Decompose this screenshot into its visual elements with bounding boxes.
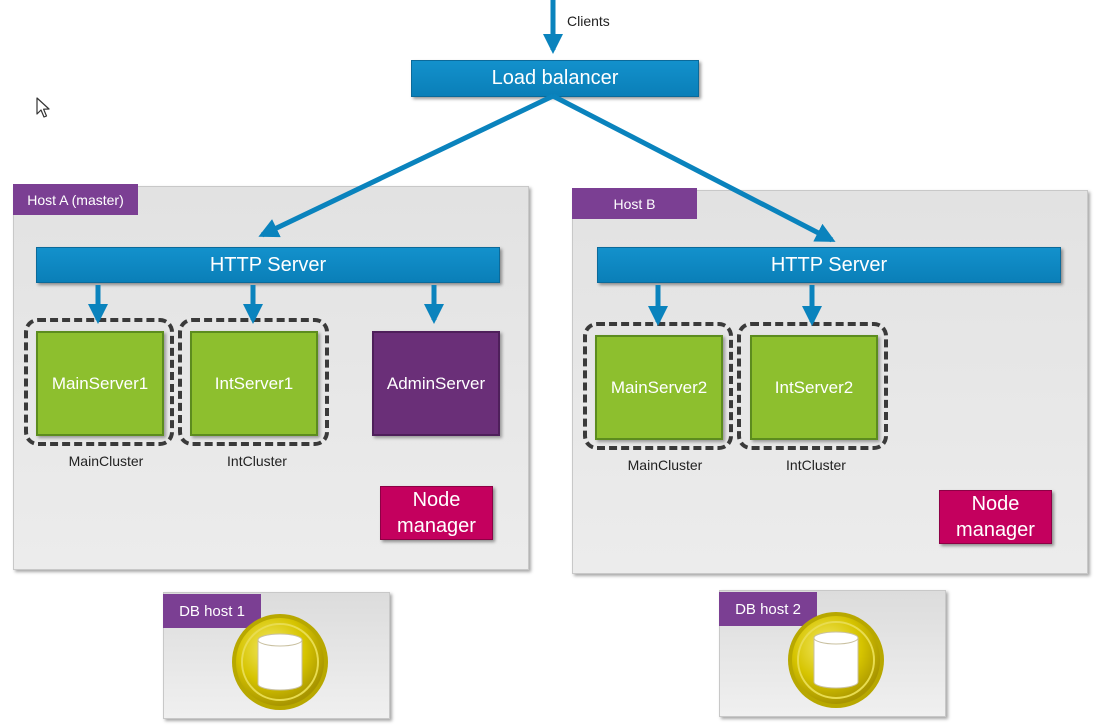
database-icon	[232, 614, 328, 710]
host-a-int-cluster-label: IntCluster	[227, 453, 287, 469]
admin-server: AdminServer	[372, 331, 500, 436]
host-b-int-cluster-label: IntCluster	[786, 457, 846, 473]
host-a-node-manager: Node manager	[380, 486, 493, 540]
host-b-tag: Host B	[572, 188, 697, 219]
host-a-tag: Host A (master)	[13, 184, 138, 215]
host-a-node-manager-line1: Node	[412, 489, 461, 511]
host-a-main-cluster-label: MainCluster	[68, 453, 144, 469]
host-b-node-manager-line1: Node	[971, 493, 1020, 515]
host-b-node-manager: Node manager	[939, 490, 1052, 544]
host-a-node-manager-line2: manager	[397, 515, 476, 537]
load-balancer: Load balancer	[411, 60, 699, 97]
int-server-2: IntServer2	[750, 335, 878, 440]
database-icon	[788, 612, 884, 708]
db-host-2-tag: DB host 2	[719, 592, 817, 626]
host-b-http-server: HTTP Server	[597, 247, 1061, 283]
host-b-main-cluster-label: MainCluster	[627, 457, 703, 473]
int-server-1: IntServer1	[190, 331, 318, 436]
db-host-1-tag: DB host 1	[163, 594, 261, 628]
mouse-cursor-icon	[36, 97, 50, 118]
main-server-2: MainServer2	[595, 335, 723, 440]
clients-label: Clients	[567, 13, 610, 29]
main-server-1: MainServer1	[36, 331, 164, 436]
host-b-node-manager-line2: manager	[956, 519, 1035, 541]
host-a-http-server: HTTP Server	[36, 247, 500, 283]
